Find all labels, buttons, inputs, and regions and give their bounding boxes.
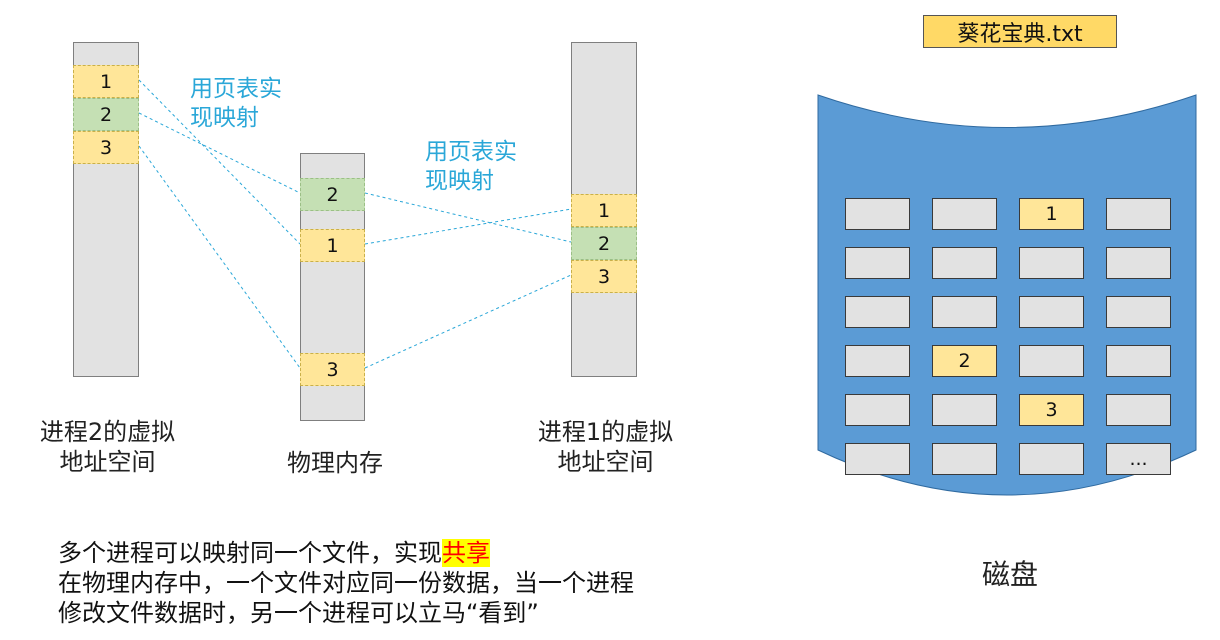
disk-block	[932, 443, 997, 475]
map-phys-3-to-p1-3	[364, 274, 572, 369]
description-line-3: 修改文件数据时，另一个进程可以立马“看到”	[58, 599, 539, 627]
proc1-label: 进程1的虚拟 地址空间	[537, 418, 674, 476]
disk-block: 3	[1019, 394, 1084, 426]
map-phys-1-to-p1-1	[364, 208, 572, 245]
proc2-block-2: 2	[73, 98, 139, 131]
proc2-address-space: 1 2 3	[73, 42, 139, 377]
proc1-block-3: 3	[571, 260, 637, 293]
proc1-address-space: 1 2 3	[571, 42, 637, 377]
phys-block-1: 1	[300, 229, 365, 262]
disk-block	[845, 443, 910, 475]
disk-block	[932, 198, 997, 230]
proc2-block-1: 1	[73, 65, 139, 98]
phys-block-3: 3	[300, 353, 365, 386]
share-highlight: 共享	[442, 539, 490, 567]
proc2-block-3: 3	[73, 131, 139, 164]
disk-block	[932, 296, 997, 328]
disk-block	[845, 345, 910, 377]
disk-block	[1106, 394, 1171, 426]
disk-block: 1	[1019, 198, 1084, 230]
phys-block-2: 2	[300, 178, 365, 211]
disk-block	[1106, 198, 1171, 230]
map-phys-2-to-p1-2	[364, 192, 572, 243]
disk-block	[1019, 296, 1084, 328]
disk-label: 磁盘	[981, 558, 1038, 591]
disk-block	[1019, 443, 1084, 475]
physical-memory-label: 物理内存	[287, 449, 383, 477]
map-p2-1-to-phys-1	[138, 79, 301, 245]
description-line-2: 在物理内存中，一个文件对应同一份数据，当一个进程	[58, 569, 634, 597]
disk-block	[932, 394, 997, 426]
disk-block	[845, 394, 910, 426]
description-line-1: 多个进程可以映射同一个文件，实现共享	[58, 539, 490, 567]
proc1-block-2: 2	[571, 227, 637, 260]
disk-block: ...	[1106, 443, 1171, 475]
file-name-label: 葵花宝典.txt	[923, 15, 1117, 48]
description-text: 多个进程可以映射同一个文件，实现共享 在物理内存中，一个文件对应同一份数据，当一…	[58, 538, 778, 628]
map-p2-3-to-phys-3	[138, 145, 301, 369]
disk-block	[1106, 296, 1171, 328]
physical-memory: 2 1 3	[300, 153, 365, 421]
proc2-label: 进程2的虚拟 地址空间	[39, 418, 176, 476]
disk-block	[932, 247, 997, 279]
disk-block	[1106, 345, 1171, 377]
disk-block	[1019, 345, 1084, 377]
disk-block	[845, 247, 910, 279]
disk-block	[1106, 247, 1171, 279]
disk-block	[845, 296, 910, 328]
page-table-note-left: 用页表实 现映射	[190, 76, 282, 131]
page-table-note-right: 用页表实 现映射	[425, 139, 517, 194]
disk-block: 2	[932, 345, 997, 377]
disk-block	[845, 198, 910, 230]
disk-cylinder	[817, 94, 1197, 496]
disk-block	[1019, 247, 1084, 279]
proc1-block-1: 1	[571, 194, 637, 227]
